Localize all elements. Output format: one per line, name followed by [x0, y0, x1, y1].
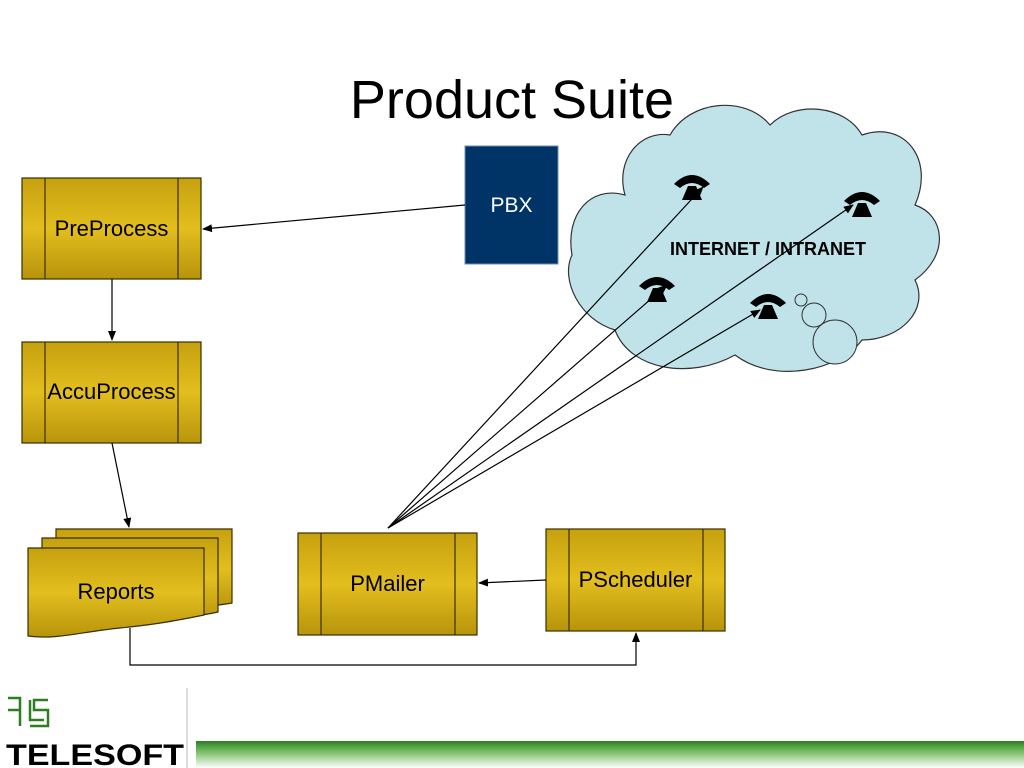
footer-bar — [196, 741, 1024, 768]
telephone-icon — [844, 192, 880, 217]
preprocess-label: PreProcess — [55, 216, 169, 241]
internet-cloud: INTERNET / INTRANET — [567, 104, 940, 372]
arrow-accuprocess-to-reports — [111, 442, 132, 528]
arrow-pbx-to-preprocess — [202, 204, 466, 233]
telephone-icon — [750, 294, 786, 319]
accuprocess-label: AccuProcess — [47, 379, 175, 404]
accuprocess-node: AccuProcess — [21, 341, 202, 444]
pbx-node: PBX — [464, 145, 559, 265]
telesoft-emblem-icon — [8, 696, 50, 728]
logo-text: TELESOFT — [6, 739, 184, 768]
slide-title: Product Suite — [350, 70, 674, 130]
preprocess-node: PreProcess — [21, 177, 202, 280]
arrow-pscheduler-to-pmailer — [478, 578, 547, 587]
pscheduler-label: PScheduler — [579, 567, 693, 592]
reports-node: Reports — [27, 528, 233, 638]
pmailer-label: PMailer — [350, 571, 425, 596]
reports-label: Reports — [77, 579, 154, 604]
telesoft-logo: TELESOFT — [6, 696, 184, 768]
network-label: INTERNET / INTRANET — [670, 239, 866, 259]
pmailer-network-links — [387, 186, 854, 529]
arrow-reports-to-pscheduler — [129, 628, 640, 666]
pbx-label: PBX — [490, 194, 532, 217]
pmailer-node: PMailer — [297, 532, 478, 636]
pscheduler-node: PScheduler — [545, 528, 726, 632]
